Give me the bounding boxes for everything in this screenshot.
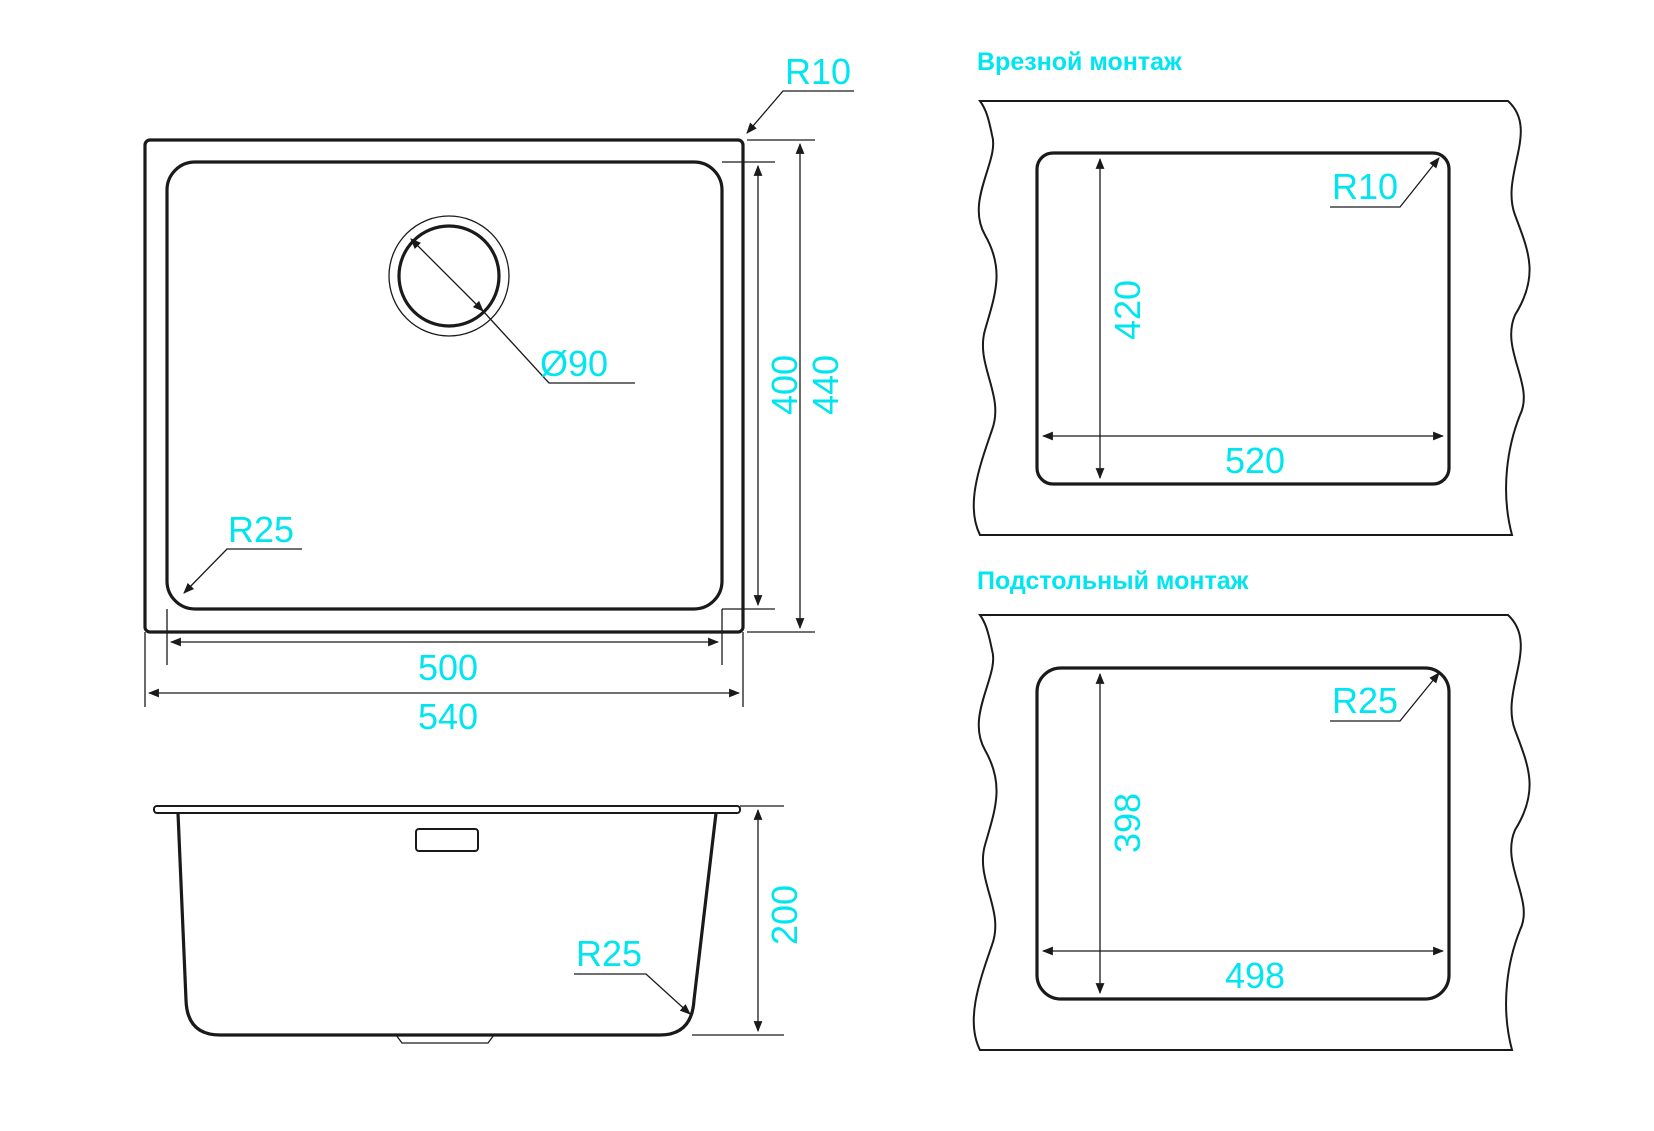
cutout-height-label: 420 xyxy=(1107,280,1148,340)
corner-radius-leader xyxy=(746,90,854,134)
countertop-outline xyxy=(972,614,1531,1051)
drain-diameter-line xyxy=(410,238,484,312)
bowl-radius-label: R25 xyxy=(228,509,294,550)
flush-mount-view: Врезной монтаж 420 520 R10 xyxy=(972,48,1531,536)
sink-outer-outline xyxy=(143,138,745,634)
cutout-outline xyxy=(1035,666,1451,1001)
drain-leader xyxy=(482,310,635,384)
drain-outlet xyxy=(395,1034,495,1044)
sink-rim xyxy=(153,805,741,814)
cutout-height-label: 398 xyxy=(1107,793,1148,853)
bottom-radius-leader xyxy=(574,973,691,1015)
undermount-view: Подстольный монтаж 398 498 R25 xyxy=(972,567,1531,1051)
inner-height-label: 400 xyxy=(764,355,805,415)
cutout-radius-leader xyxy=(1330,157,1440,208)
countertop-outline xyxy=(972,100,1531,536)
cutout-radius-label: R10 xyxy=(1332,166,1398,207)
sink-bowl-profile xyxy=(176,812,718,1037)
inner-width-label: 500 xyxy=(418,647,478,688)
drain-diameter-label: Ø90 xyxy=(540,343,608,384)
drain-outer-ring xyxy=(388,215,510,337)
cutout-width-label: 498 xyxy=(1225,955,1285,996)
bowl-radius-leader xyxy=(183,548,302,594)
outer-width-label: 540 xyxy=(418,696,478,737)
cutout-radius-leader xyxy=(1330,672,1440,722)
flush-mount-title: Врезной монтаж xyxy=(977,48,1182,76)
drain-inner-ring xyxy=(397,224,501,328)
overflow-slot xyxy=(415,828,479,852)
bottom-radius-label: R25 xyxy=(576,933,642,974)
top-view: Ø90 R10 R25 400 440 500 540 xyxy=(143,51,854,737)
cutout-outline xyxy=(1035,151,1451,486)
depth-label: 200 xyxy=(764,885,805,945)
undermount-title: Подстольный монтаж xyxy=(977,567,1249,595)
outer-height-label: 440 xyxy=(805,355,846,415)
cutout-radius-label: R25 xyxy=(1332,680,1398,721)
side-view: R25 200 xyxy=(153,805,805,1044)
corner-radius-label: R10 xyxy=(785,51,851,92)
bowl-outline xyxy=(165,160,724,611)
cutout-width-label: 520 xyxy=(1225,440,1285,481)
